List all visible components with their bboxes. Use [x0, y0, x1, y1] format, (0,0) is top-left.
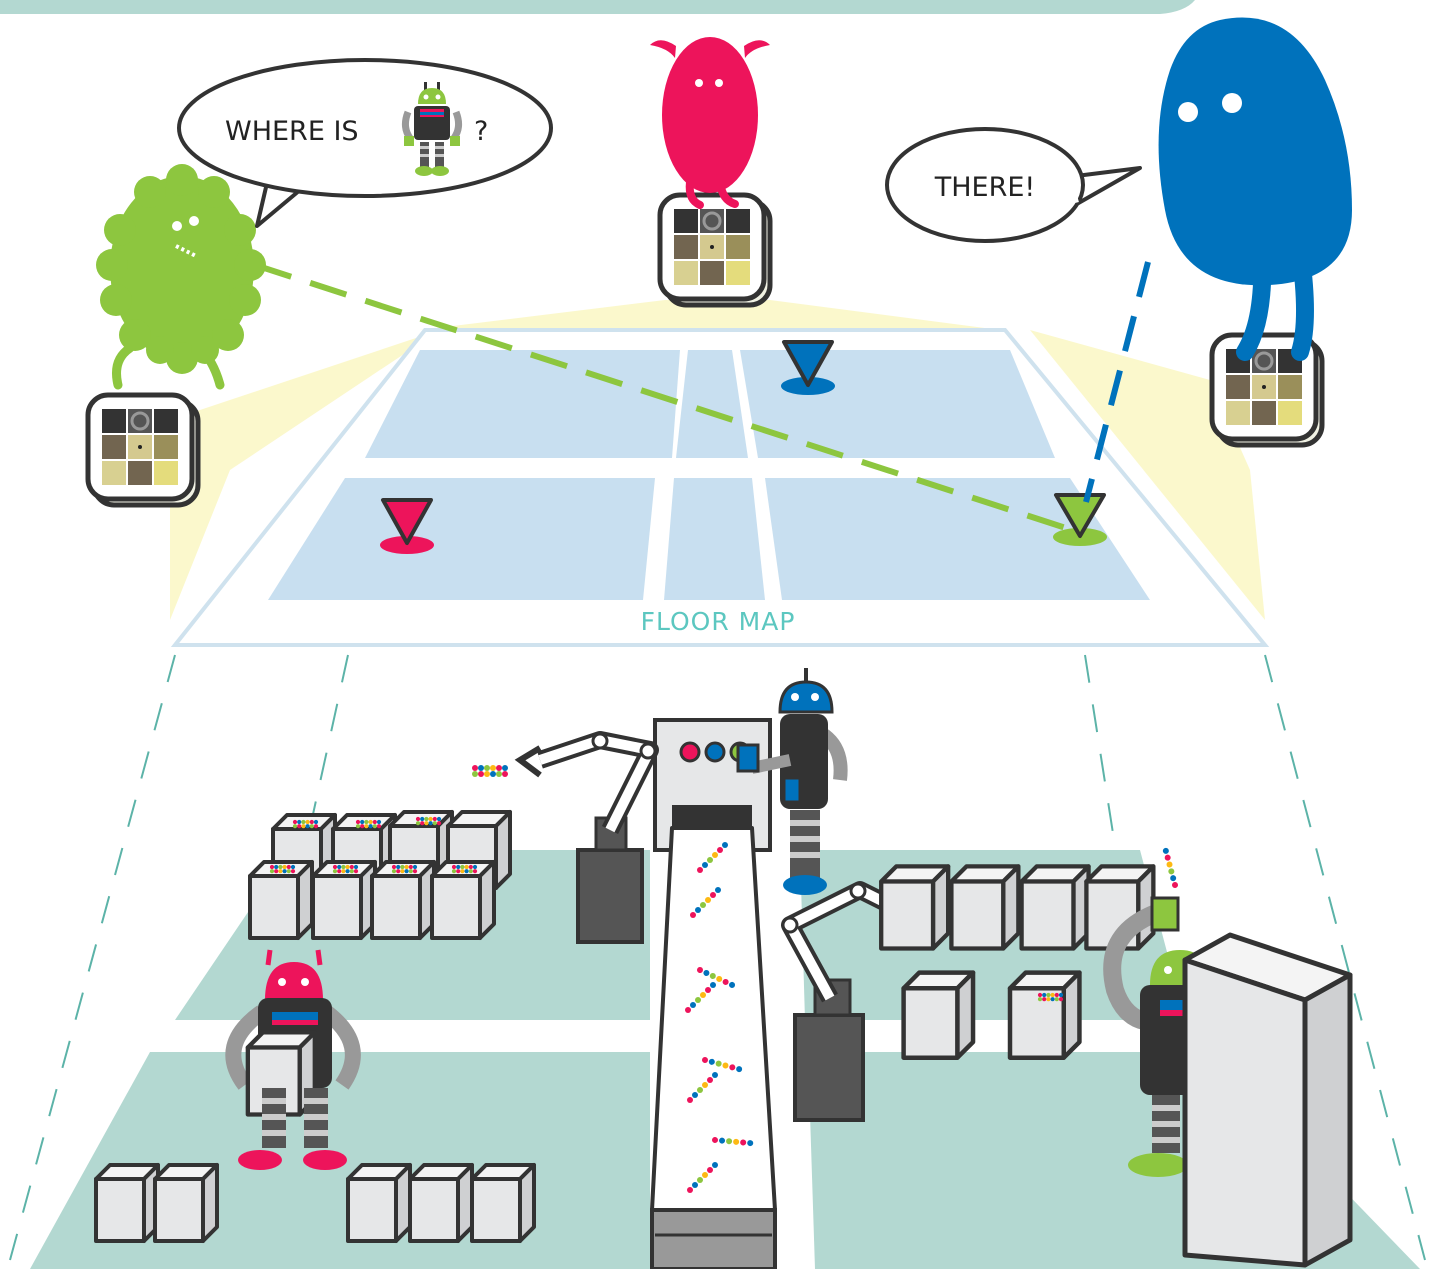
green-location-pin-icon	[1053, 493, 1107, 546]
tall-cabinet	[1182, 932, 1353, 1268]
where-is-text: WHERE IS	[225, 116, 359, 147]
camera-view-cones	[170, 300, 1265, 620]
blue-monster-icon	[1158, 17, 1352, 361]
box-stack-bottom-left	[94, 1163, 219, 1243]
conveyor-belt	[650, 718, 777, 1269]
map-zone-top-left	[365, 350, 680, 458]
left-camera-icon	[88, 395, 198, 505]
green-robot-icon	[401, 82, 463, 176]
map-corridor-bottom	[664, 478, 765, 600]
box-stack-bottom-center	[346, 1163, 536, 1243]
floor-map-label: FLOOR MAP	[641, 607, 796, 636]
blue-location-pin-icon	[781, 340, 835, 395]
pink-monster-icon	[650, 37, 770, 209]
blue-robot-icon	[736, 668, 848, 895]
green-sight-line	[254, 262, 1073, 533]
map-zone-bottom-right	[765, 478, 1150, 600]
map-zone-bottom-left	[268, 478, 655, 600]
map-corridor-top	[676, 350, 748, 458]
pink-robot-icon	[225, 949, 361, 1170]
left-robot-arm	[472, 731, 659, 944]
box-stack-top-left	[248, 810, 512, 940]
green-monster-icon	[96, 164, 266, 390]
question-mark-text: ?	[474, 116, 488, 147]
there-text: THERE!	[934, 172, 1036, 203]
speech-bubble-there: THERE!	[885, 127, 1142, 243]
blue-sight-line	[1083, 261, 1151, 503]
pink-location-pin-icon	[380, 498, 434, 554]
speech-bubble-where-is: WHERE IS ?	[177, 58, 553, 228]
top-banner-strip	[0, 0, 1195, 14]
center-camera-icon	[660, 195, 770, 305]
floor-map: FLOOR MAP	[170, 328, 1270, 647]
map-zone-top-right	[740, 350, 1055, 458]
